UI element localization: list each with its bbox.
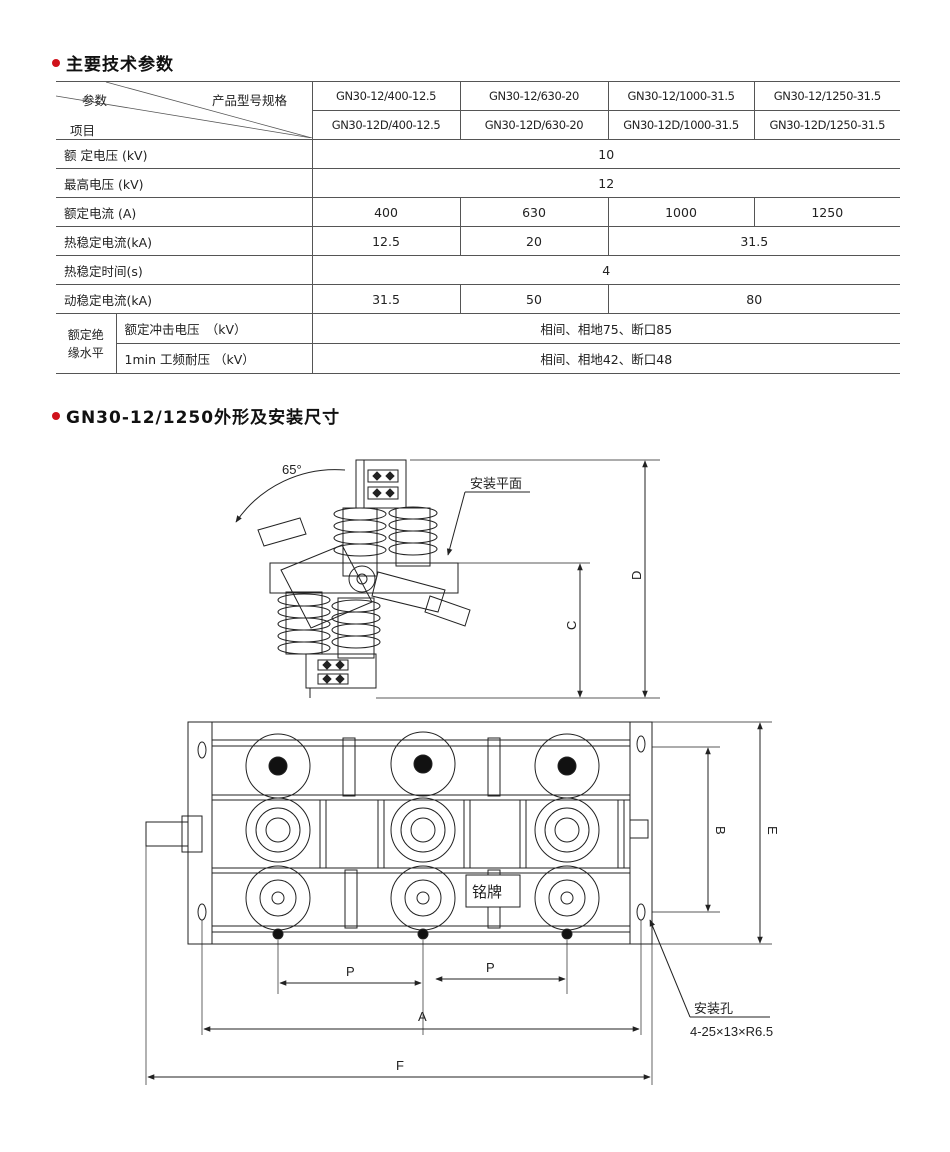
dim-label-d: D (629, 571, 644, 580)
mount-hole (197, 741, 207, 759)
bottom-bracket (305, 653, 377, 689)
header-params-label: 参数 (82, 93, 108, 108)
row-value: 31.5 (312, 284, 461, 314)
row-value: 80 (608, 284, 900, 314)
diagonal-lines (56, 82, 312, 138)
nameplate-label: 铭牌 (472, 884, 502, 901)
row-value: 400 (312, 197, 461, 227)
row-value: 12 (312, 168, 900, 198)
table-row: 额定绝 缘水平 额定冲击电压 （kV） 相间、相地75、断口85 (56, 313, 900, 374)
table-row: 参数 产品型号规格 项目 GN30-12/400-12.5 GN30-12/63… (56, 81, 900, 140)
dim-label-p: P (486, 960, 495, 975)
row-label: 额定电流 (A) (56, 197, 313, 227)
model-cell: GN30-12/400-12.5 (312, 81, 461, 111)
mount-plane-leader (446, 491, 466, 556)
hole-label: 安装孔 (694, 1001, 733, 1016)
row-label: 动稳定电流(kA) (56, 284, 313, 314)
dim-label-p: P (346, 964, 355, 979)
table-row: 热稳定时间(s) 4 (56, 255, 900, 285)
model-cell: GN30-12/1250-31.5 (754, 81, 900, 111)
table-row: 最高电压 (kV) 12 (56, 168, 900, 198)
bullet-dot-icon (52, 58, 60, 67)
row-value: 31.5 (608, 226, 900, 256)
row-value: 相间、相地75、断口85 (312, 313, 900, 344)
side-view (235, 459, 660, 699)
mount-hole (636, 735, 646, 753)
front-view (145, 721, 772, 1085)
row-value: 相间、相地42、断口48 (312, 343, 900, 374)
model-cell: GN30-12D/1250-31.5 (754, 110, 900, 140)
bullet-dot-icon (52, 411, 60, 420)
row-value: 20 (460, 226, 609, 256)
row-value: 12.5 (312, 226, 461, 256)
row-value: 4 (312, 255, 900, 285)
row-label: 热稳定时间(s) (56, 255, 313, 285)
angle-arc (235, 469, 346, 523)
model-cell: GN30-12D/1000-31.5 (608, 110, 755, 140)
row-value: 50 (460, 284, 609, 314)
base-frame (269, 562, 459, 594)
upper-insulator-left (333, 507, 387, 577)
dim-label-f: F (396, 1058, 404, 1073)
dim-label-b: B (713, 826, 728, 835)
model-cell: GN30-12/630-20 (460, 81, 609, 111)
angle-label: 65° (282, 462, 302, 477)
spec-table: 参数 产品型号规格 项目 GN30-12/400-12.5 GN30-12/63… (56, 81, 900, 374)
insulation-group-label: 额定绝 缘水平 (56, 313, 117, 374)
nameplate-box (465, 874, 521, 908)
insulation-group-line1: 额定绝 (67, 327, 104, 342)
row-value: 1250 (754, 197, 900, 227)
header-model-label: 产品型号规格 (212, 93, 288, 108)
row-label: 额定冲击电压 （kV） (116, 313, 313, 344)
hole-spec: 4-25×13×R6.5 (690, 1024, 773, 1039)
row-label: 最高电压 (kV) (56, 168, 313, 198)
header-diagonal-cell: 参数 产品型号规格 项目 (56, 81, 313, 140)
mount-hole (636, 903, 646, 921)
row-value: 10 (312, 139, 900, 169)
section-heading-dimensions: GN30-12/1250外形及安装尺寸 (52, 403, 340, 428)
section-heading-specs: 主要技术参数 (52, 50, 174, 75)
row-label: 额 定电压 (kV) (56, 139, 313, 169)
dim-label-c: C (564, 621, 579, 630)
table-row: 1min 工频耐压 （kV） 相间、相地42、断口48 (56, 343, 900, 374)
table-row: GN30-12D/400-12.5 GN30-12D/630-20 GN30-1… (56, 110, 900, 140)
pole-1 (245, 733, 311, 940)
row-value: 1000 (608, 197, 755, 227)
section-title-specs: 主要技术参数 (66, 55, 174, 75)
lower-insulator-left (277, 591, 331, 655)
header-item-label: 项目 (70, 123, 96, 138)
mount-plane-label: 安装平面 (470, 476, 522, 491)
model-cell: GN30-12D/400-12.5 (312, 110, 461, 140)
row-label: 1min 工频耐压 （kV） (116, 343, 313, 374)
row-label: 热稳定电流(kA) (56, 226, 313, 256)
table-row: 热稳定电流(kA) 12.5 20 31.5 (56, 226, 900, 256)
upper-insulator-right (388, 506, 438, 567)
dim-label-e: E (765, 826, 780, 835)
model-cell: GN30-12/1000-31.5 (608, 81, 755, 111)
drive-shaft (145, 821, 189, 847)
row-value: 630 (460, 197, 609, 227)
table-row: 额 定电压 (kV) 10 (56, 139, 900, 169)
dim-label-a: A (418, 1009, 427, 1024)
top-bracket (355, 459, 407, 509)
mount-hole (197, 903, 207, 921)
lower-insulator-right (331, 597, 381, 659)
pole-3 (534, 733, 600, 940)
table-row: 额定电流 (A) 400 630 1000 1250 (56, 197, 900, 227)
table-row: 动稳定电流(kA) 31.5 50 80 (56, 284, 900, 314)
pole-2 (390, 731, 456, 940)
model-cell: GN30-12D/630-20 (460, 110, 609, 140)
insulation-group-line2: 缘水平 (67, 345, 104, 360)
pivot-hub (348, 565, 376, 593)
hole-leader (649, 919, 691, 1018)
section-title-dimensions: GN30-12/1250外形及安装尺寸 (66, 408, 341, 428)
